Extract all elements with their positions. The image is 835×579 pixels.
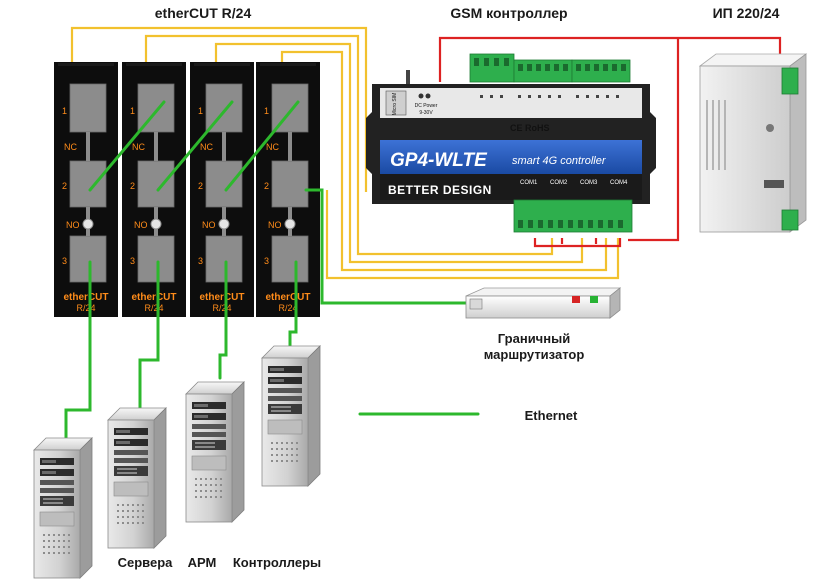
module-4-pos-1: 1 (264, 106, 269, 116)
module-2-no: NO (134, 220, 148, 230)
ethercut-module-4: 1 NC 2 NO 3 etherCUT R/24 (255, 61, 321, 318)
gsm-com2: COM2 (550, 180, 568, 186)
server-2 (107, 407, 167, 549)
router-label-line1: Граничный (498, 331, 570, 346)
edge-router (465, 287, 622, 319)
gsm-com3: COM3 (580, 180, 598, 186)
caption-arm: АРМ (188, 555, 217, 570)
module-1-pos-2: 2 (62, 181, 67, 191)
module-1-model: R/24 (76, 303, 95, 313)
module-1-no: NO (66, 220, 80, 230)
module-4-model: R/24 (278, 303, 297, 313)
gsm-com4: COM4 (610, 180, 628, 186)
gsm-brand: BETTER DESIGN (388, 183, 492, 197)
ethercut-title: etherCUT R/24 (155, 5, 252, 21)
gsm-sim-label: Micro SIM (392, 93, 398, 116)
module-3-brand: etherCUT (199, 292, 244, 303)
module-2-model: R/24 (144, 303, 163, 313)
ethernet-legend-label: Ethernet (525, 408, 578, 423)
module-1-pos-3: 3 (62, 256, 67, 266)
gsm-tagline: smart 4G controller (512, 155, 607, 167)
module-3-pos-2: 2 (198, 181, 203, 191)
module-4-pos-3: 3 (264, 256, 269, 266)
module-4-pos-2: 2 (264, 181, 269, 191)
gsm-model: GP4-WLTE (390, 150, 488, 171)
module-3-no: NO (202, 220, 216, 230)
module-1-brand: etherCUT (63, 292, 108, 303)
module-4-nc: NC (266, 142, 279, 152)
module-3-pos-3: 3 (198, 256, 203, 266)
caption-controllers: Контроллеры (233, 555, 321, 570)
psu-title: ИП 220/24 (713, 5, 780, 21)
module-4-no: NO (268, 220, 282, 230)
control-wires (70, 26, 620, 280)
module-3-model: R/24 (212, 303, 231, 313)
ethernet-wires (64, 100, 480, 440)
module-4-brand: etherCUT (265, 292, 310, 303)
ethercut-module-1: 1 NC 2 NO 3 etherCUT R/24 (53, 61, 119, 318)
module-2-nc: NC (132, 142, 145, 152)
gsm-title: GSM контроллер (450, 5, 567, 21)
gsm-controller: Micro SIM DC Power 9-30V CE RoHS GP4-WLT… (366, 53, 656, 233)
ethercut-module-3: 1 NC 2 NO 3 etherCUT R/24 (189, 61, 255, 318)
module-2-brand: etherCUT (131, 292, 176, 303)
module-1-pos-1: 1 (62, 106, 67, 116)
module-3-nc: NC (200, 142, 213, 152)
power-supply (698, 53, 808, 233)
module-3-pos-1: 1 (198, 106, 203, 116)
gsm-voltage-label: 9-30V (419, 110, 433, 116)
gsm-cert-marks: CE RoHS (510, 123, 550, 133)
module-2-pos-1: 1 (130, 106, 135, 116)
module-1-nc: NC (64, 142, 77, 152)
module-2-pos-3: 3 (130, 256, 135, 266)
caption-servers: Сервера (118, 555, 174, 570)
server-1 (33, 437, 93, 579)
ethercut-module-2: 1 NC 2 NO 3 etherCUT R/24 (121, 61, 187, 318)
router-label-line2: маршрутизатор (484, 347, 585, 362)
module-2-pos-2: 2 (130, 181, 135, 191)
gsm-dc-power-label: DC Power (415, 103, 438, 109)
gsm-com1: COM1 (520, 180, 538, 186)
server-4 (261, 345, 321, 487)
server-3 (185, 381, 245, 523)
